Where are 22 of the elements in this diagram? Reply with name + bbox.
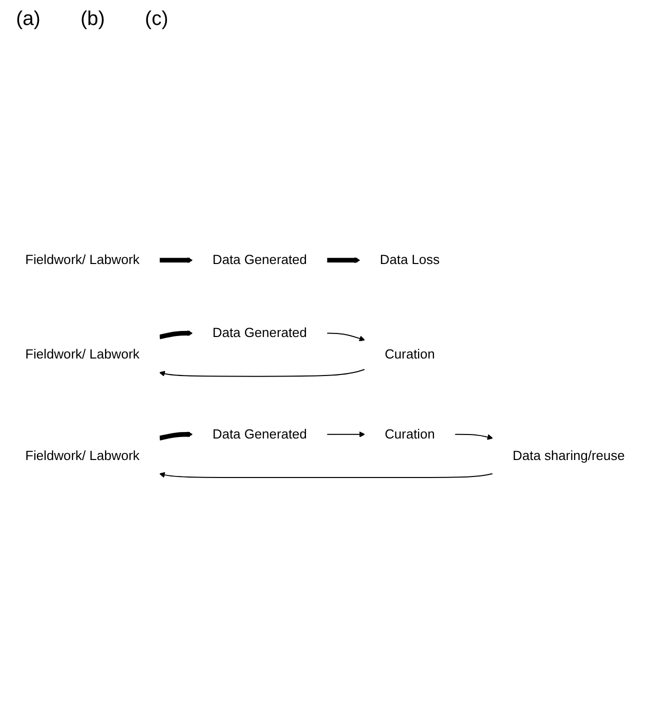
arrow [159,257,193,264]
arrow [158,432,193,441]
panel-label: (c) [144,8,168,31]
arrow [326,332,366,342]
node-text: Curation [384,348,435,362]
arrow [159,368,366,377]
panel-label: (b) [80,8,105,31]
node-text: Data Generated [212,326,307,341]
node-text: Fieldwork/ Labwork [25,448,140,464]
node-text: Data Loss [380,253,440,268]
node-text: Data sharing/reuse [512,448,625,464]
node-text: Data Generated [212,253,307,268]
arrow [159,472,494,478]
panel-label: (a) [16,8,40,31]
node-text: Fieldwork/ Labwork [25,348,140,362]
node-text: Curation [384,427,435,442]
arrow [158,330,193,340]
arrow [326,257,360,264]
arrow [454,434,494,440]
arrow [326,432,366,438]
node-text: Fieldwork/ Labwork [25,253,140,268]
node-text: Data Generated [212,427,307,442]
